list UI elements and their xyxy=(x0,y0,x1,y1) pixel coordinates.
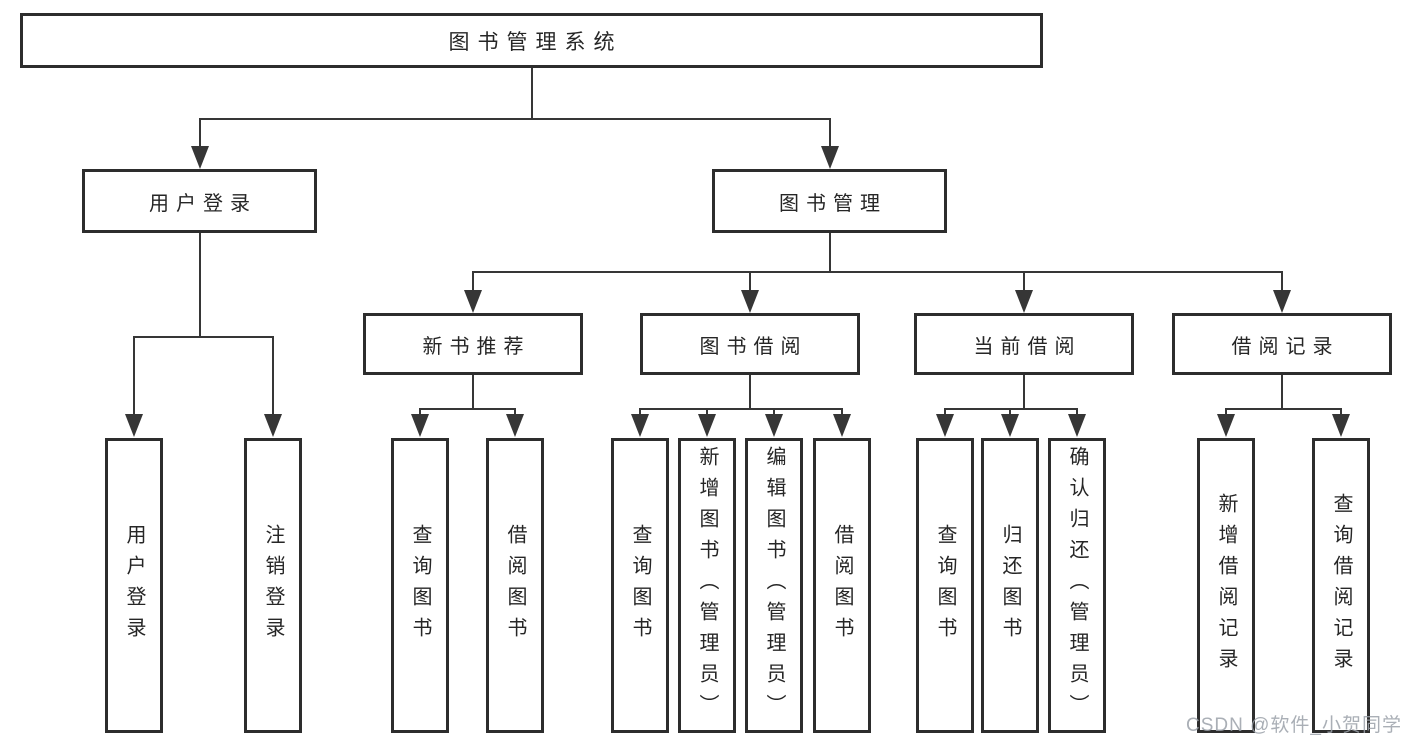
connector-stem-login xyxy=(133,336,135,416)
arrow-down-icon xyxy=(1217,414,1235,437)
leaf-label: 注销登录 xyxy=(262,523,284,648)
connector-current-borrowing-horizontal xyxy=(944,408,1078,410)
arrow-down-icon xyxy=(833,414,851,437)
arrow-down-icon xyxy=(191,146,209,169)
connector-book-borrowing-vertical xyxy=(749,373,751,410)
leaf-label: 查询图书 xyxy=(629,523,651,648)
arrow-down-icon xyxy=(1001,414,1019,437)
arrow-down-icon xyxy=(506,414,524,437)
node-new-book-recommendation: 新书推荐 xyxy=(363,313,583,375)
node-label: 图书管理系统 xyxy=(448,30,623,54)
leaf-add-books-admin: 新增图书（管理员） xyxy=(678,438,736,733)
leaf-query-borrow-record: 查询借阅记录 xyxy=(1312,438,1370,733)
leaf-query-books-borrowing: 查询图书 xyxy=(611,438,669,733)
connector-stem-borrowing-records xyxy=(1281,271,1283,293)
arrow-down-icon xyxy=(631,414,649,437)
arrow-down-icon xyxy=(936,414,954,437)
leaf-add-borrow-record: 新增借阅记录 xyxy=(1197,438,1255,733)
connector-stem xyxy=(1340,408,1342,417)
arrow-down-icon xyxy=(1273,290,1291,313)
leaf-borrow-books-borrowing: 借阅图书 xyxy=(813,438,871,733)
leaf-label: 新增图书（管理员） xyxy=(696,446,718,725)
connector-root-vertical xyxy=(531,66,533,120)
leaf-label: 编辑图书（管理员） xyxy=(763,446,785,725)
arrow-down-icon xyxy=(264,414,282,437)
connector-stem-logout xyxy=(272,336,274,416)
arrow-down-icon xyxy=(1015,290,1033,313)
node-book-borrowing: 图书借阅 xyxy=(640,313,860,375)
connector-stem xyxy=(514,408,516,417)
node-root-library-system: 图书管理系统 xyxy=(20,13,1043,68)
connector-stem xyxy=(1076,408,1078,417)
connector-book-borrowing-horizontal xyxy=(639,408,843,410)
connector-stem xyxy=(419,408,421,417)
node-label: 当前借阅 xyxy=(973,335,1082,358)
arrow-down-icon xyxy=(698,414,716,437)
leaf-label: 查询图书 xyxy=(934,523,956,648)
connector-stem-current-borrowing xyxy=(1023,271,1025,293)
leaf-query-books-current: 查询图书 xyxy=(916,438,974,733)
leaf-confirm-return-admin: 确认归还（管理员） xyxy=(1048,438,1106,733)
connector-user-login-vertical xyxy=(199,231,201,338)
node-label: 用户登录 xyxy=(149,192,257,215)
connector-stem-book-mgmt xyxy=(829,118,831,150)
leaf-user-login: 用户登录 xyxy=(105,438,163,733)
leaf-label: 查询图书 xyxy=(409,523,431,648)
leaf-label: 新增借阅记录 xyxy=(1215,492,1237,679)
node-label: 新书推荐 xyxy=(422,335,531,358)
node-current-borrowing: 当前借阅 xyxy=(914,313,1134,375)
connector-stem xyxy=(639,408,641,417)
leaf-logout: 注销登录 xyxy=(244,438,302,733)
connector-stem-book-borrowing xyxy=(749,271,751,293)
connector-new-book-vertical xyxy=(472,373,474,410)
connector-level3-horizontal xyxy=(472,271,1283,273)
leaf-label: 用户登录 xyxy=(123,523,145,648)
leaf-label: 查询借阅记录 xyxy=(1330,492,1352,679)
node-borrowing-records: 借阅记录 xyxy=(1172,313,1392,375)
connector-new-book-horizontal xyxy=(419,408,516,410)
node-book-management: 图书管理 xyxy=(712,169,947,233)
connector-stem-user-login xyxy=(199,118,201,150)
leaf-query-books-newbook: 查询图书 xyxy=(391,438,449,733)
arrow-down-icon xyxy=(411,414,429,437)
connector-stem xyxy=(944,408,946,417)
connector-current-borrowing-vertical xyxy=(1023,373,1025,410)
arrow-down-icon xyxy=(125,414,143,437)
connector-borrowing-records-horizontal xyxy=(1225,408,1342,410)
node-label: 借阅记录 xyxy=(1231,335,1340,358)
csdn-watermark: CSDN @软件_小贺同学 xyxy=(1186,715,1402,736)
node-user-login: 用户登录 xyxy=(82,169,317,233)
connector-user-login-horizontal xyxy=(133,336,274,338)
connector-stem xyxy=(841,408,843,417)
leaf-label: 借阅图书 xyxy=(504,523,526,648)
leaf-edit-books-admin: 编辑图书（管理员） xyxy=(745,438,803,733)
leaf-label: 确认归还（管理员） xyxy=(1066,446,1088,725)
connector-stem xyxy=(706,408,708,417)
connector-level2-horizontal xyxy=(199,118,831,120)
connector-stem xyxy=(1009,408,1011,417)
leaf-label: 借阅图书 xyxy=(831,523,853,648)
arrow-down-icon xyxy=(821,146,839,169)
arrow-down-icon xyxy=(464,290,482,313)
node-label: 图书管理 xyxy=(779,192,887,215)
arrow-down-icon xyxy=(741,290,759,313)
leaf-borrow-books-newbook: 借阅图书 xyxy=(486,438,544,733)
leaf-return-books: 归还图书 xyxy=(981,438,1039,733)
connector-stem-new-book xyxy=(472,271,474,293)
connector-stem xyxy=(1225,408,1227,417)
arrow-down-icon xyxy=(765,414,783,437)
connector-book-mgmt-vertical xyxy=(829,231,831,273)
connector-borrowing-records-vertical xyxy=(1281,373,1283,410)
arrow-down-icon xyxy=(1332,414,1350,437)
connector-stem xyxy=(773,408,775,417)
node-label: 图书借阅 xyxy=(699,335,808,358)
leaf-label: 归还图书 xyxy=(999,523,1021,648)
arrow-down-icon xyxy=(1068,414,1086,437)
